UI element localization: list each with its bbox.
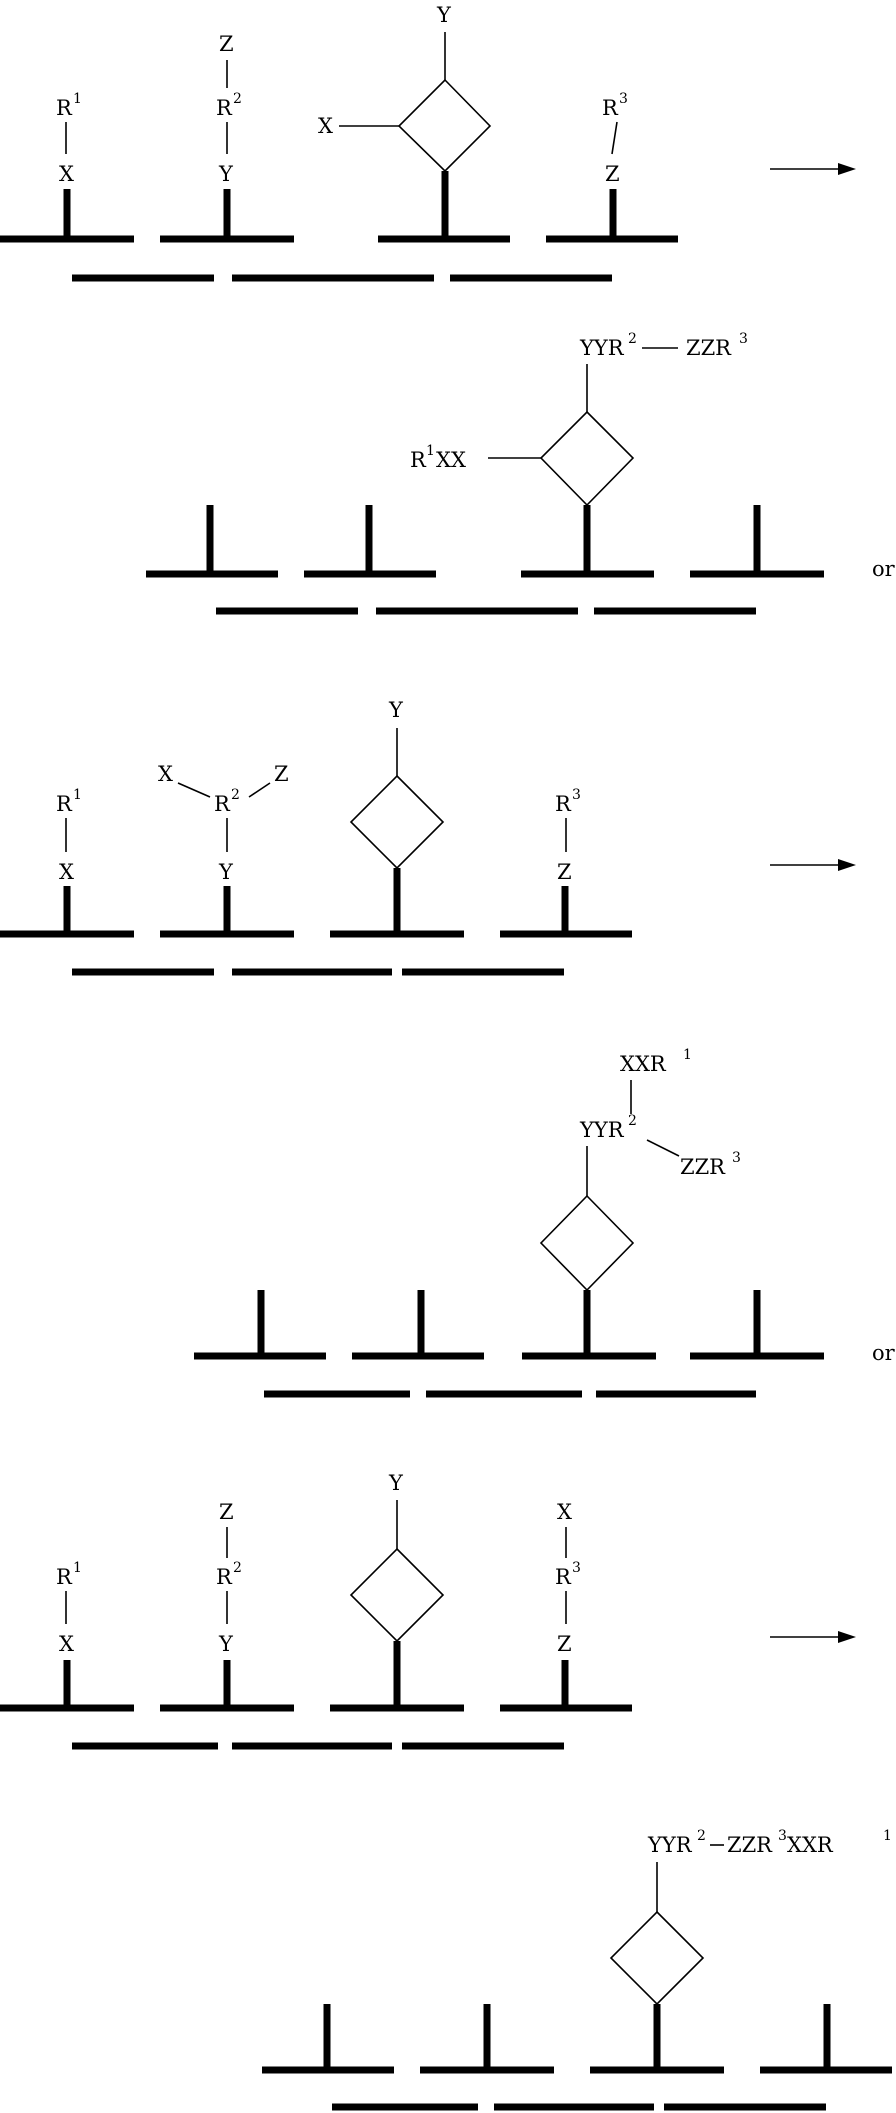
- product-label-left-tail: XX: [436, 448, 466, 472]
- r2-label: R: [216, 1565, 233, 1589]
- superscript: 1: [426, 443, 435, 459]
- superscript: 1: [683, 1047, 692, 1063]
- diamond-scaffold: [351, 1549, 443, 1641]
- y-label: Y: [218, 162, 234, 186]
- bond-line: [178, 783, 210, 797]
- r2-label: R: [216, 96, 233, 120]
- z-label: Z: [219, 1500, 234, 1524]
- superscript: 2: [697, 1828, 706, 1844]
- y-label: Y: [436, 3, 452, 27]
- x-label: X: [158, 762, 173, 786]
- x-label: X: [318, 114, 333, 138]
- panel-4-product: XXR 1 YYR 2 ZZR 3 or: [194, 1047, 896, 1394]
- r1-superscript: 1: [73, 787, 82, 803]
- r1-superscript: 1: [73, 1560, 82, 1576]
- bond-line: [647, 1140, 679, 1156]
- diamond-scaffold: [399, 80, 490, 171]
- top-label: XXR: [620, 1052, 667, 1076]
- or-label: or: [872, 557, 896, 581]
- r2-superscript: 2: [233, 91, 242, 107]
- z-label: Z: [274, 762, 289, 786]
- x-label: X: [59, 1632, 74, 1656]
- diamond-scaffold: [351, 776, 443, 868]
- bond-line: [612, 122, 617, 154]
- r3-label: R: [555, 1565, 572, 1589]
- superscript: 3: [739, 331, 748, 347]
- y-label: Y: [218, 860, 234, 884]
- y-label: Y: [218, 1632, 234, 1656]
- r1-label: R: [56, 792, 73, 816]
- panel-3-reactants: R 1 X X Z R 2 Y Y R 3 Z: [0, 698, 856, 972]
- arrow-head-icon: [838, 163, 856, 175]
- bond-line: [249, 783, 270, 797]
- panel-6-product: YYR 2 ZZR 3 XXR 1: [262, 1828, 892, 2107]
- product-label-b: ZZR: [727, 1833, 773, 1857]
- diamond-scaffold: [541, 1196, 633, 1290]
- r3-label: R: [602, 96, 619, 120]
- arrow-head-icon: [838, 1631, 856, 1643]
- superscript: 2: [628, 1113, 637, 1129]
- z-label: Z: [557, 1632, 572, 1656]
- panel-5-reactants: R 1 X Z R 2 Y Y X R 3 Z: [0, 1471, 856, 1746]
- product-label-left: R: [410, 448, 427, 472]
- r3-label: R: [555, 792, 572, 816]
- r3-superscript: 3: [572, 787, 581, 803]
- z-label: Z: [557, 860, 572, 884]
- product-label-a: YYR: [579, 336, 625, 360]
- y-label: Y: [388, 1471, 404, 1495]
- panel-1-reactants: R 1 X Z R 2 Y Y X R 3 Z: [0, 3, 856, 278]
- r3-superscript: 3: [619, 91, 628, 107]
- arrow-head-icon: [838, 859, 856, 871]
- y-label: Y: [388, 698, 404, 722]
- x-label: X: [59, 162, 74, 186]
- product-label-c: XXR: [787, 1833, 834, 1857]
- diamond-scaffold: [541, 412, 633, 505]
- or-label: or: [872, 1341, 896, 1365]
- product-label-a: YYR: [647, 1833, 693, 1857]
- superscript: 3: [778, 1828, 787, 1844]
- superscript: 3: [732, 1150, 741, 1166]
- r3-superscript: 3: [572, 1560, 581, 1576]
- panel-2-product: YYR 2 ZZR 3 R 1 XX or: [146, 331, 896, 611]
- product-label-b: ZZR: [686, 336, 732, 360]
- r2-superscript: 2: [233, 1560, 242, 1576]
- r2-label: R: [214, 792, 231, 816]
- mid-label: YYR: [579, 1118, 625, 1142]
- z-label: Z: [219, 32, 234, 56]
- x-label: X: [557, 1500, 572, 1524]
- r2-superscript: 2: [231, 787, 240, 803]
- superscript: 2: [628, 331, 637, 347]
- diamond-scaffold: [611, 1912, 703, 2004]
- r1-superscript: 1: [73, 91, 82, 107]
- x-label: X: [59, 860, 74, 884]
- z-label: Z: [605, 162, 620, 186]
- superscript: 1: [883, 1828, 892, 1844]
- r1-label: R: [56, 96, 73, 120]
- side-label: ZZR: [680, 1155, 726, 1179]
- r1-label: R: [56, 1565, 73, 1589]
